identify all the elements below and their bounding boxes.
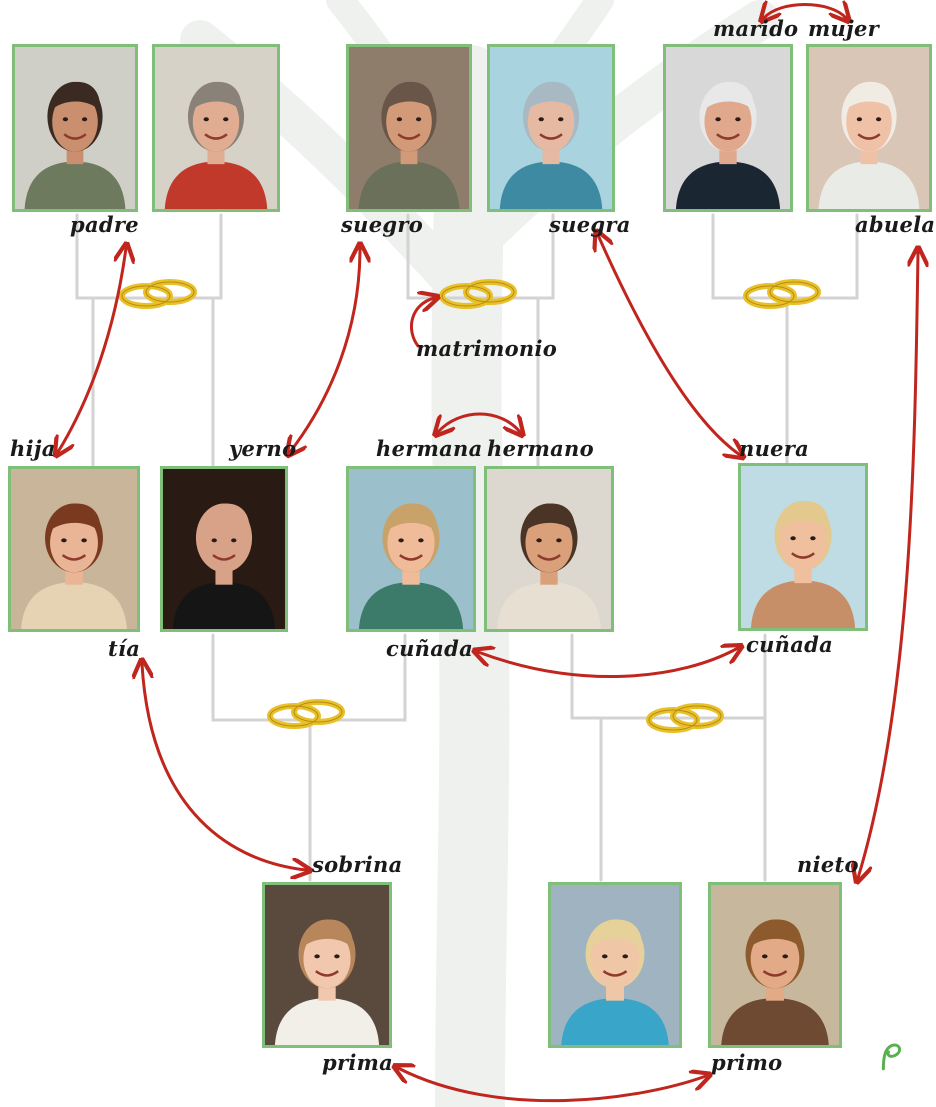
mother-photo (152, 44, 280, 212)
label-cunada-left: cuñada (386, 636, 474, 661)
hermana-photo (346, 466, 476, 632)
label-suegra: suegra (549, 212, 631, 237)
label-hija: hija (10, 436, 56, 461)
sobrina-photo (262, 882, 392, 1048)
portrait-graphic (809, 47, 929, 209)
suegra-photo (487, 44, 615, 212)
marido-photo (663, 44, 793, 212)
nieto-photo (708, 882, 842, 1048)
nuera-photo (738, 463, 868, 631)
portrait-graphic (487, 469, 611, 629)
abuela-photo (806, 44, 932, 212)
teen-girl-photo (548, 882, 682, 1048)
padre-photo (12, 44, 138, 212)
portrait-graphic (155, 47, 277, 209)
portrait-graphic (711, 885, 839, 1045)
label-abuela: abuela (855, 212, 936, 237)
hija-photo (8, 466, 140, 632)
label-matrimonio: matrimonio (416, 336, 558, 361)
portrait-graphic (741, 466, 865, 628)
portrait-graphic (551, 885, 679, 1045)
label-prima: prima (322, 1050, 394, 1075)
publisher-logo-icon (881, 1043, 901, 1071)
suegro-photo (346, 44, 472, 212)
label-marido: marido (713, 16, 799, 41)
portrait-graphic (15, 47, 135, 209)
label-hermano: hermano (487, 436, 594, 461)
label-cunada-right: cuñada (746, 632, 834, 657)
label-suegro: suegro (341, 212, 424, 237)
label-nieto: nieto (797, 852, 859, 877)
portrait-graphic (11, 469, 137, 629)
label-hermana: hermana (376, 436, 483, 461)
label-nuera: nuera (739, 436, 810, 461)
portrait-graphic (163, 469, 285, 629)
portrait-graphic (666, 47, 790, 209)
hermano-photo (484, 466, 614, 632)
portrait-graphic (490, 47, 612, 209)
label-padre: padre (70, 212, 139, 237)
label-sobrina: sobrina (312, 852, 403, 877)
portrait-graphic (265, 885, 389, 1045)
label-tia: tía (108, 636, 141, 661)
label-primo: primo (711, 1050, 783, 1075)
yerno-photo (160, 466, 288, 632)
label-yerno: yerno (229, 436, 297, 461)
label-mujer: mujer (808, 16, 880, 41)
portrait-graphic (349, 469, 473, 629)
portrait-graphic (349, 47, 469, 209)
